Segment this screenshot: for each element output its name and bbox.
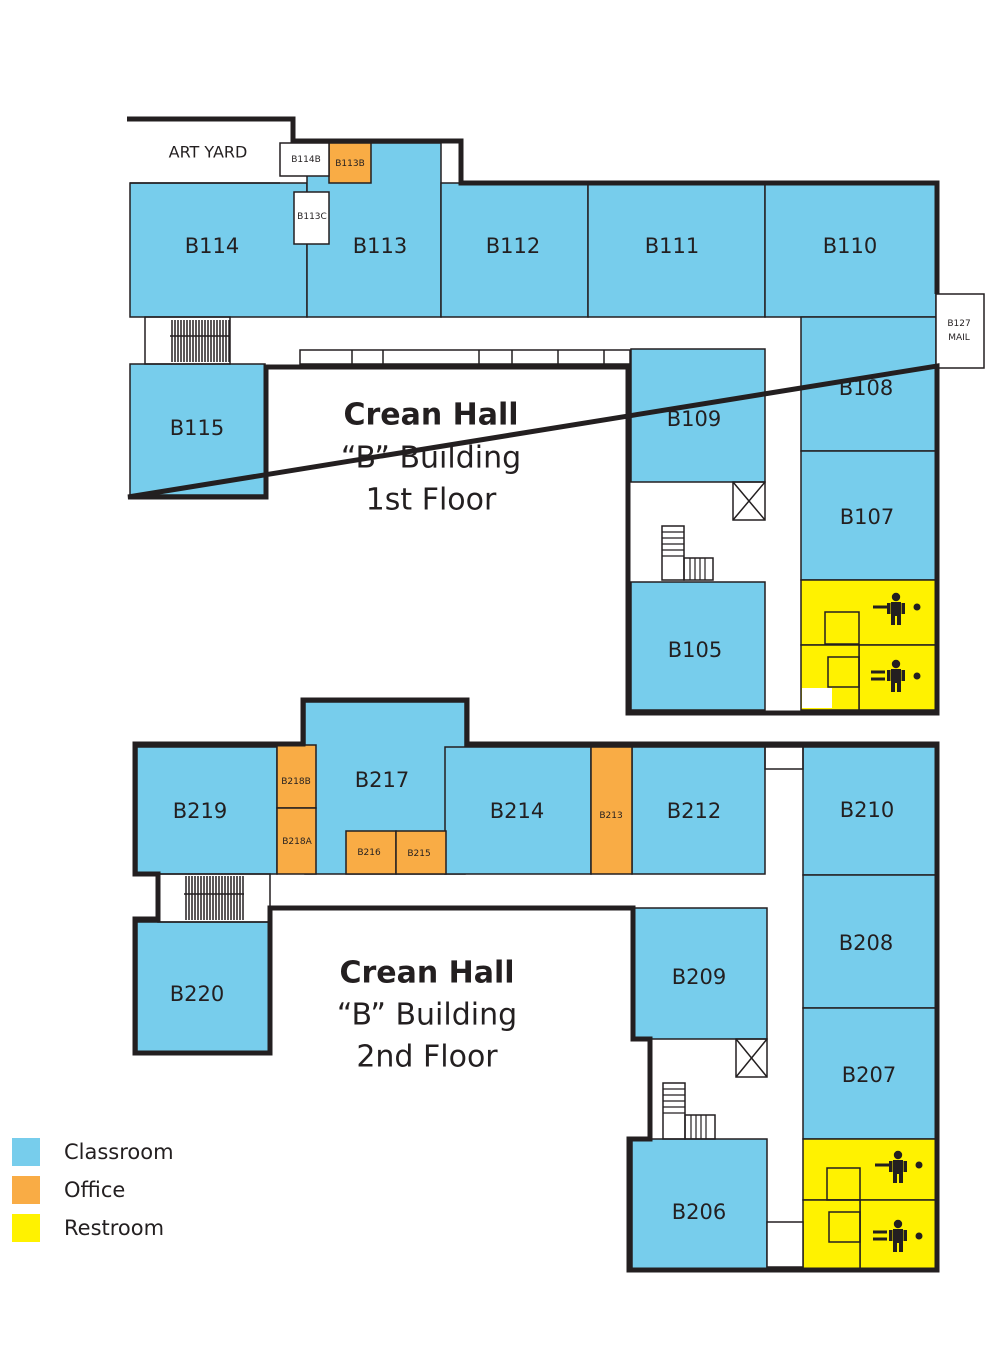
legend-label: Restroom <box>64 1216 165 1240</box>
restroom-person-icon <box>873 1219 923 1252</box>
floor-2-level: 2nd Floor <box>356 1040 498 1075</box>
room-label: B213 <box>599 811 622 821</box>
floor-2-plan: B219 B218B B218A B217 B216 B215 B214 B21… <box>132 697 940 1273</box>
room-label: B208 <box>839 931 894 955</box>
room-b111[interactable] <box>587 182 766 318</box>
room-label: B219 <box>173 799 228 823</box>
room-label: B113B <box>335 159 365 169</box>
floor-1-level: 1st Floor <box>366 483 497 518</box>
room-label: B206 <box>672 1200 727 1224</box>
stairs-icon <box>157 873 271 923</box>
floor-1-plan: ART YARD B114B B113B B113C B114 B113 B11… <box>127 116 985 716</box>
room-b110[interactable] <box>764 182 937 318</box>
room-label: B111 <box>645 234 700 258</box>
room-label: B115 <box>170 416 225 440</box>
room-b218b[interactable] <box>276 744 317 809</box>
room-b209[interactable] <box>631 907 768 1040</box>
room-label: B209 <box>672 965 727 989</box>
room-label: B109 <box>667 407 722 431</box>
room-b215[interactable] <box>395 830 447 875</box>
floor-2-title: Crean Hall <box>339 956 514 991</box>
legend-item-classroom: Classroom <box>12 1133 174 1171</box>
room-b218a[interactable] <box>276 807 317 875</box>
restroom-person-icon <box>871 659 921 692</box>
floor-2-building: “B” Building <box>337 998 517 1033</box>
legend-item-restroom: Restroom <box>12 1209 174 1247</box>
restroom-2-entry <box>802 1199 861 1270</box>
stairs-icon <box>144 316 231 365</box>
room-b216[interactable] <box>345 830 397 875</box>
restroom-person-icon <box>873 592 921 625</box>
room-label: B127 <box>947 319 970 329</box>
legend-swatch <box>12 1176 40 1204</box>
legend: Classroom Office Restroom <box>12 1133 174 1247</box>
room-b113c[interactable] <box>293 191 330 245</box>
stairs-icon <box>662 1082 716 1140</box>
room-label: B105 <box>668 638 723 662</box>
room-label: B110 <box>823 234 878 258</box>
room-label: B107 <box>840 505 895 529</box>
room-label: B215 <box>407 849 430 859</box>
floor-1-building: “B” Building <box>341 441 521 476</box>
room-b212[interactable] <box>631 746 766 875</box>
elevator-icon <box>735 1038 768 1078</box>
elevator-icon <box>732 481 766 521</box>
room-label: B114 <box>185 234 240 258</box>
room-label: B108 <box>839 376 894 400</box>
room-label: B216 <box>357 848 381 858</box>
legend-item-office: Office <box>12 1171 174 1209</box>
room-label: B217 <box>355 768 410 792</box>
room-label: B220 <box>170 982 225 1006</box>
room-label: B113C <box>297 212 327 222</box>
room-b113b[interactable] <box>328 142 372 184</box>
restroom-person-icon <box>875 1150 923 1183</box>
restroom-2-upper[interactable] <box>802 1138 938 1201</box>
room-b115[interactable] <box>129 363 266 496</box>
room-label: B218A <box>282 837 312 847</box>
room-label: B210 <box>840 798 895 822</box>
room-b213[interactable] <box>590 746 633 875</box>
stairs-icon <box>661 525 714 581</box>
room-label: B112 <box>486 234 541 258</box>
room-label: ART YARD <box>169 143 248 162</box>
room-label: B218B <box>281 777 311 787</box>
room-b114[interactable] <box>129 182 308 318</box>
room-label: B214 <box>490 799 545 823</box>
legend-swatch <box>12 1214 40 1242</box>
legend-label: Classroom <box>64 1140 174 1164</box>
legend-label: Office <box>64 1178 126 1202</box>
room-b109[interactable] <box>630 348 766 483</box>
legend-swatch <box>12 1138 40 1166</box>
room-b220[interactable] <box>136 921 270 1053</box>
room-label: B207 <box>842 1063 897 1087</box>
floor-2-outline <box>132 697 940 1273</box>
room-label: B212 <box>667 799 722 823</box>
room-b127-mail[interactable] <box>935 293 985 369</box>
room-b206[interactable] <box>631 1138 768 1270</box>
floor-1-title: Crean Hall <box>343 398 518 433</box>
restroom-1-upper[interactable] <box>800 579 937 646</box>
floor-1-outline <box>127 116 940 716</box>
room-b105[interactable] <box>630 581 766 711</box>
room-label: B114B <box>291 155 321 165</box>
room-b114b[interactable] <box>279 142 330 177</box>
room-label: B113 <box>353 234 408 258</box>
room-label: MAIL <box>948 333 970 343</box>
